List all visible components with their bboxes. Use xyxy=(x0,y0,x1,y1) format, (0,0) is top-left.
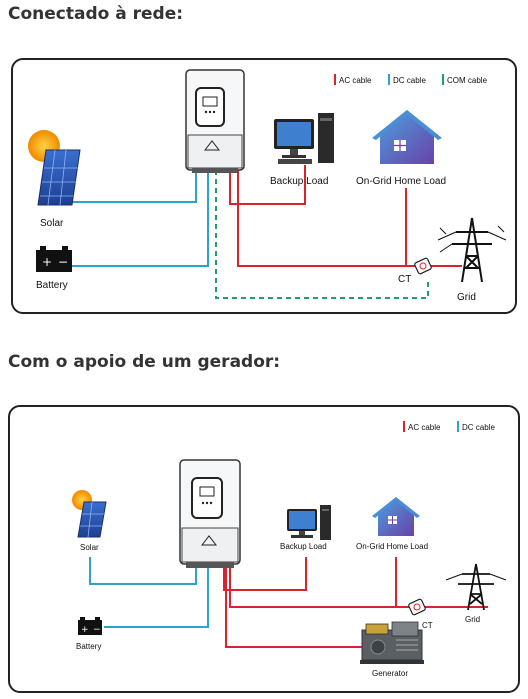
home-load-house-1 xyxy=(372,110,442,164)
home-load-house-2 xyxy=(372,497,420,536)
battery-dc-cable xyxy=(72,170,209,267)
solar-dc-cable xyxy=(70,170,197,203)
section-1-heading: Conectado à rede: xyxy=(8,4,184,24)
solar-label: Solar xyxy=(80,543,99,552)
inverter-display xyxy=(191,477,223,519)
ct-label: CT xyxy=(422,621,433,630)
battery-1: + − xyxy=(36,246,72,272)
battery-2: + − xyxy=(78,617,102,635)
grid-tower-2 xyxy=(445,563,507,611)
cables-1 xyxy=(70,165,462,299)
section-2-heading: Com o apoio de um gerador: xyxy=(8,352,281,372)
dc-cable-swatch xyxy=(388,74,390,85)
backup-load-ac-cable xyxy=(229,165,306,205)
legend-dc-label: DC cable xyxy=(462,423,495,432)
backup-load-label: Backup Load xyxy=(270,176,328,187)
grid-ac-cable xyxy=(229,568,488,608)
grid-connected-panel xyxy=(11,58,517,314)
solar-label: Solar xyxy=(40,218,64,229)
legend-dc-label: DC cable xyxy=(393,76,426,85)
com-cable-swatch xyxy=(442,74,444,85)
generator-panel xyxy=(8,405,520,693)
legend-com-label: COM cable xyxy=(447,76,488,85)
ac-cable-swatch xyxy=(403,421,405,432)
ct-sensor-2 xyxy=(408,598,426,616)
ct-com-cable xyxy=(215,170,429,299)
svg-text:−: − xyxy=(93,625,101,635)
battery-label: Battery xyxy=(76,642,101,651)
ct-sensor-1 xyxy=(414,257,432,275)
grid-tower-1 xyxy=(437,217,507,283)
backup-load-computer-1 xyxy=(274,113,334,164)
home-load-label: On-Grid Home Load xyxy=(356,176,446,187)
legend-ac-label: AC cable xyxy=(408,423,441,432)
solar-panel-1 xyxy=(28,130,81,206)
backup-load-label: Backup Load xyxy=(280,542,327,551)
inverter-1 xyxy=(185,69,245,173)
generator-label: Generator xyxy=(372,669,408,678)
dc-cable-swatch xyxy=(457,421,459,432)
backup-load-ac-cable xyxy=(223,557,307,591)
legend-ac-label: AC cable xyxy=(339,76,372,85)
generator-2 xyxy=(360,621,424,664)
solar-dc-cable xyxy=(89,557,197,585)
svg-text:+: + xyxy=(42,255,52,269)
generator-ac-cable xyxy=(225,568,362,648)
inverter-display xyxy=(195,87,225,127)
legend-1: AC cable DC cable COM cable xyxy=(334,74,488,85)
home-load-label: On-Grid Home Load xyxy=(356,542,428,551)
grid-label: Grid xyxy=(457,292,476,303)
backup-load-computer-2 xyxy=(287,505,331,540)
solar-panel-2 xyxy=(72,490,107,538)
ct-label: CT xyxy=(398,274,411,285)
battery-dc-cable xyxy=(104,568,209,628)
svg-text:−: − xyxy=(58,255,68,269)
battery-label: Battery xyxy=(36,280,68,291)
ac-cable-swatch xyxy=(334,74,336,85)
legend-2: AC cable DC cable xyxy=(403,421,495,432)
warning-icon xyxy=(200,535,218,546)
grid-ac-cable xyxy=(237,170,420,267)
inverter-2 xyxy=(179,459,241,568)
grid-label: Grid xyxy=(465,615,480,624)
warning-icon xyxy=(203,140,221,151)
svg-text:+: + xyxy=(81,625,89,635)
cables-2 xyxy=(89,557,488,648)
